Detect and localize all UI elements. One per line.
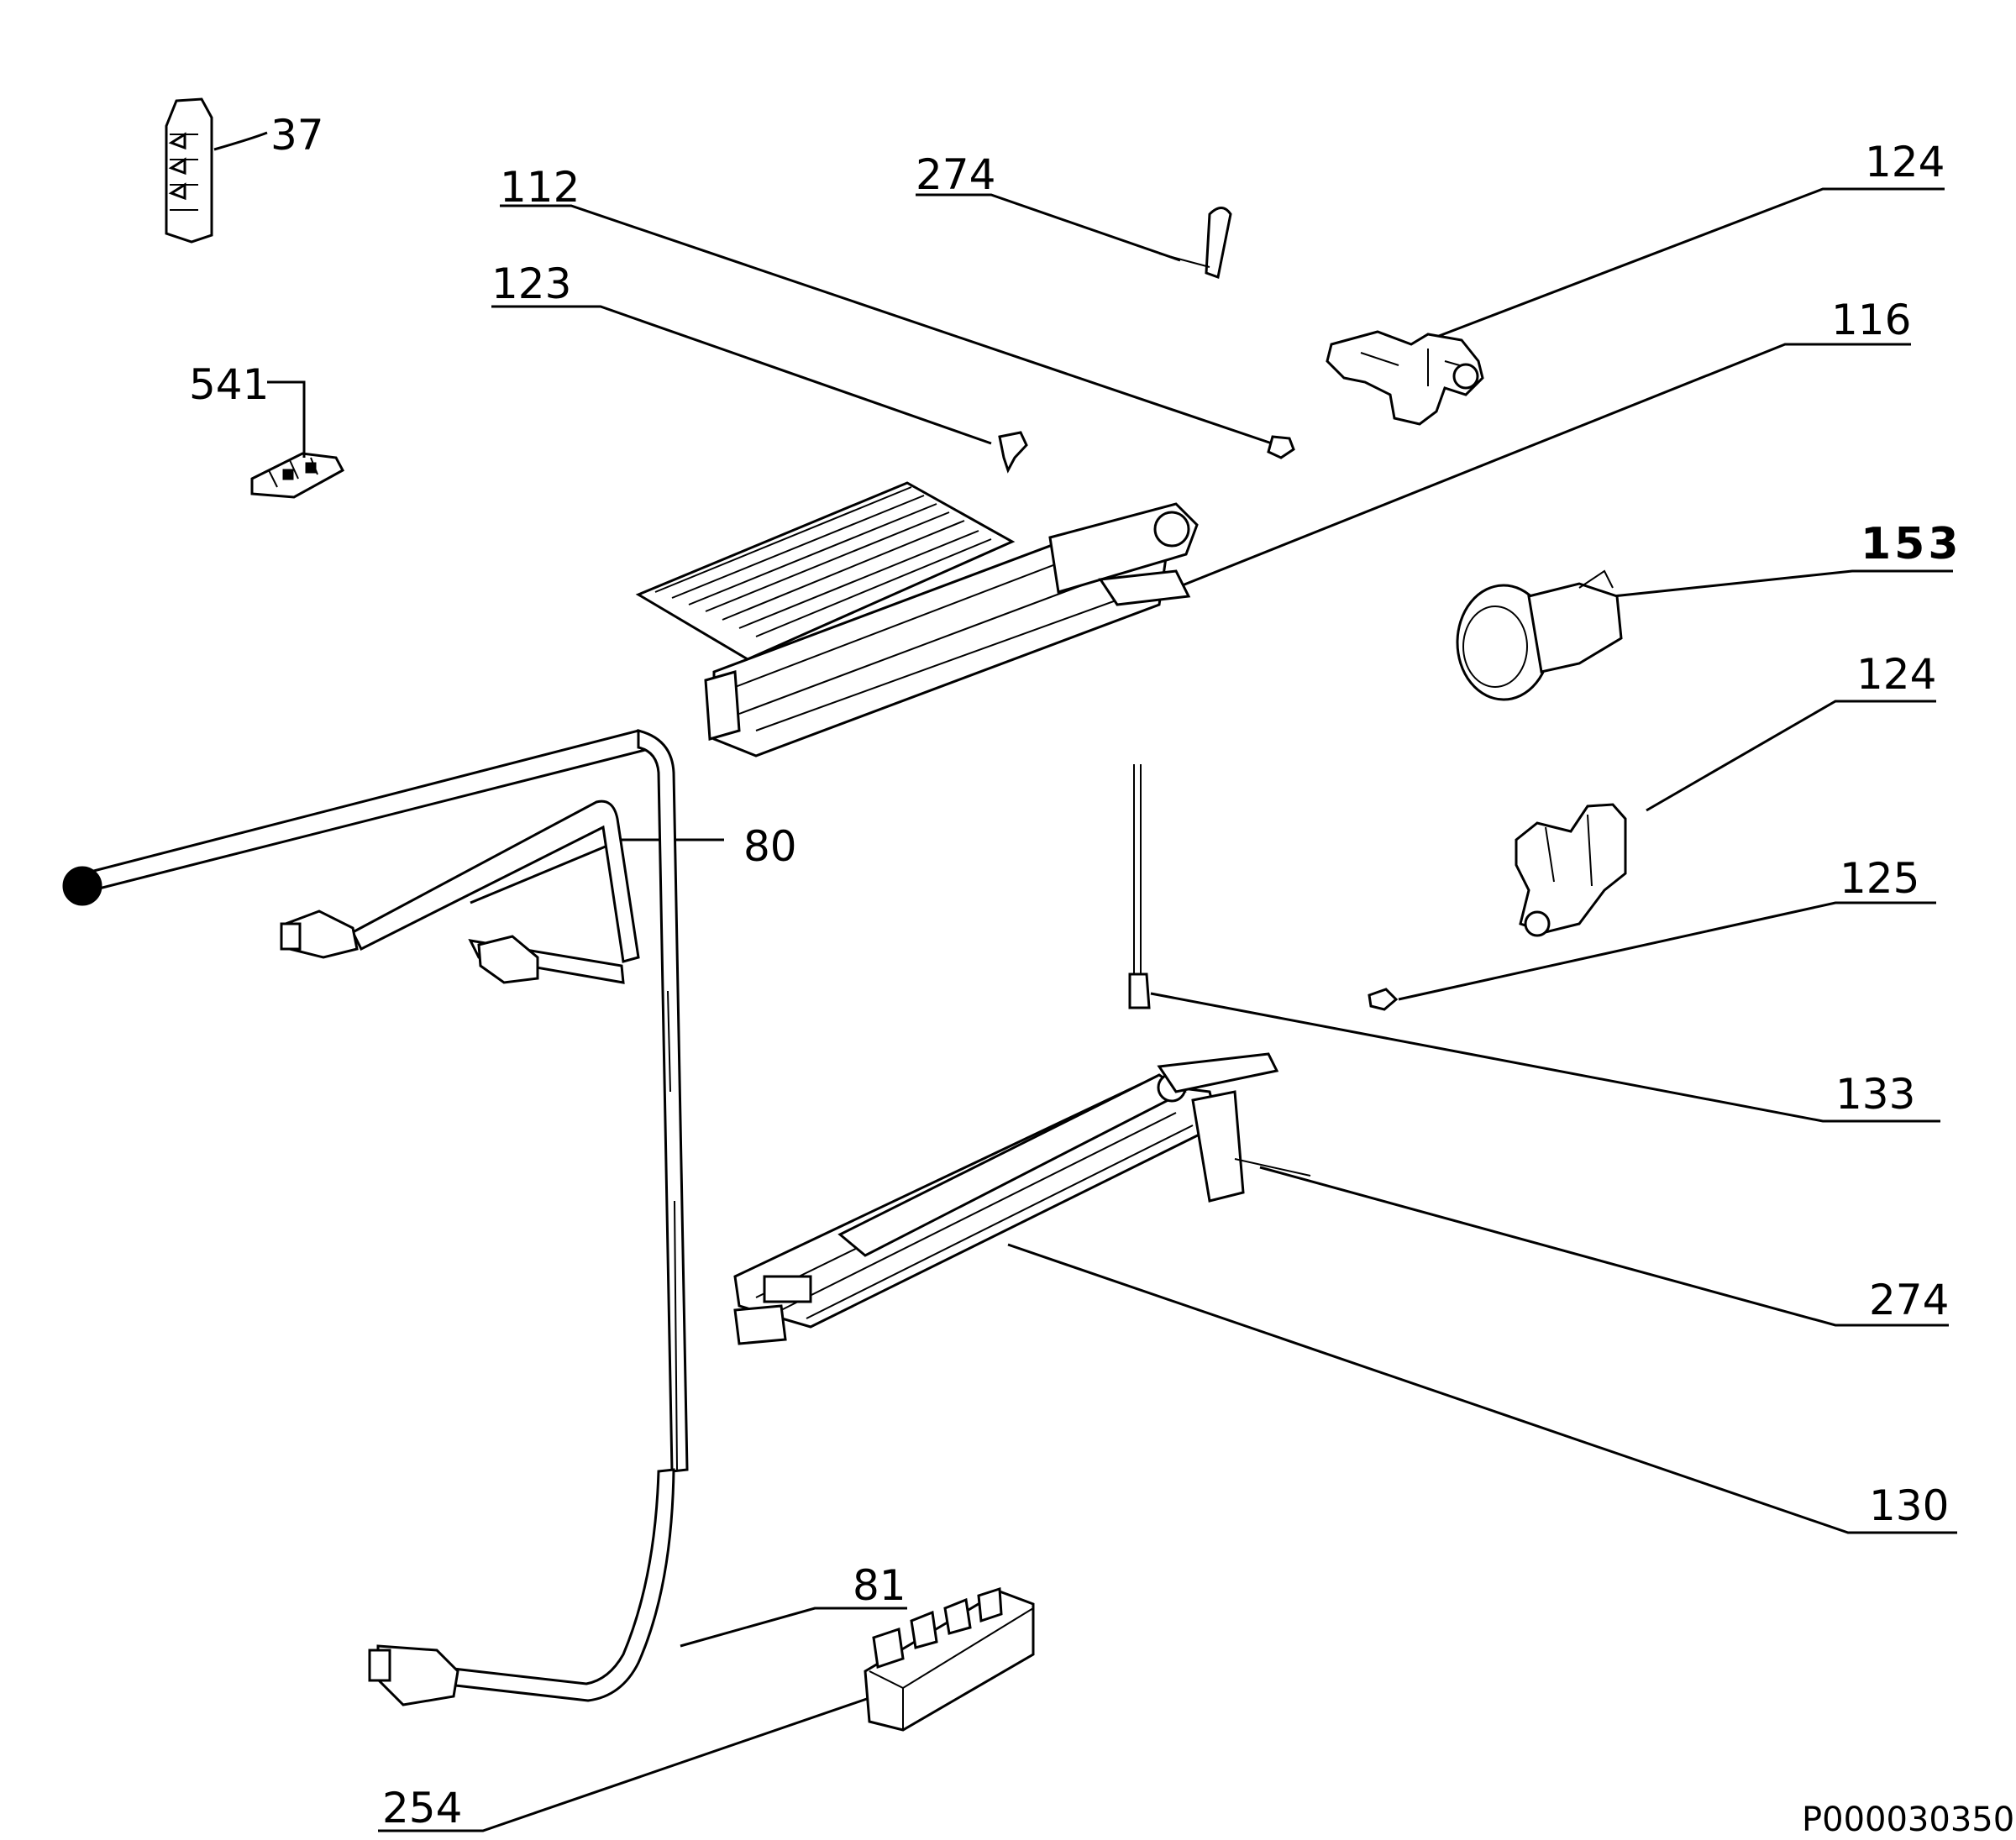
- part-125-screw[interactable]: [1368, 988, 1399, 1011]
- leader-124-mid: [1646, 700, 1936, 812]
- label-116: 116: [1831, 296, 1911, 344]
- leader-125: [1398, 901, 1936, 1001]
- leader-124-top: [1427, 187, 1945, 342]
- part-130-oven-burner[interactable]: [733, 1052, 1311, 1345]
- reference-code: P00003035075: [1802, 1801, 2016, 1839]
- leader-123: [491, 305, 992, 445]
- leader-37: [213, 131, 268, 151]
- part-80-gas-pipe[interactable]: [62, 729, 689, 1706]
- part-112-screw[interactable]: [1267, 435, 1295, 459]
- label-274-bottom: 274: [1869, 1276, 1949, 1324]
- leader-153: [1612, 569, 1953, 598]
- label-133: 133: [1835, 1070, 1915, 1119]
- leader-133: [1150, 992, 1940, 1123]
- label-125: 125: [1840, 854, 1919, 903]
- part-116-grill-burner[interactable]: [635, 481, 1199, 757]
- leader-541: [267, 380, 306, 458]
- label-153: 153: [1861, 519, 1962, 569]
- part-274-top-electrode[interactable]: [1158, 207, 1232, 279]
- part-541-clip[interactable]: [250, 452, 345, 499]
- label-123: 123: [491, 259, 571, 308]
- part-123-screw[interactable]: [998, 431, 1028, 474]
- part-254-ignition-generator[interactable]: [864, 1586, 1035, 1732]
- label-274-top: 274: [916, 150, 995, 199]
- label-112: 112: [500, 163, 580, 212]
- part-133-thermocouple[interactable]: [1128, 764, 1151, 1009]
- label-37: 37: [270, 111, 324, 160]
- part-37-terminal-strip[interactable]: [165, 97, 213, 244]
- label-124-mid: 124: [1856, 650, 1936, 699]
- leader-116: [1175, 343, 1911, 590]
- label-124-top: 124: [1865, 138, 1945, 186]
- label-80: 80: [743, 822, 797, 871]
- part-124-top-gas-valve[interactable]: [1326, 330, 1484, 426]
- leader-130: [1007, 1243, 1957, 1534]
- leader-254: [378, 1691, 887, 1832]
- leader-274-bottom: [1259, 1166, 1949, 1327]
- part-124-mid-gas-valve[interactable]: [1515, 803, 1627, 937]
- leader-274-top: [916, 193, 1181, 262]
- leader-112: [500, 204, 1278, 447]
- label-254: 254: [382, 1784, 462, 1832]
- label-130: 130: [1869, 1481, 1949, 1530]
- leader-81: [680, 1607, 907, 1648]
- label-541: 541: [189, 360, 269, 409]
- label-81: 81: [853, 1561, 906, 1610]
- part-153-control-knob[interactable]: [1456, 569, 1623, 701]
